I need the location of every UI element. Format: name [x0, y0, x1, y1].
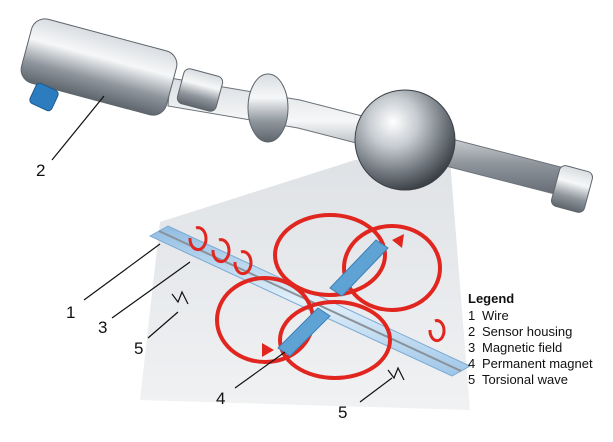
callout-5a: 5	[134, 339, 143, 358]
callout-2: 2	[36, 161, 45, 180]
leader-lines	[51, 95, 405, 403]
legend-num: 2	[468, 324, 476, 339]
legend-item: 2 Sensor housing	[468, 324, 608, 340]
legend-num: 4	[468, 356, 476, 371]
callout-1: 1	[66, 303, 75, 322]
legend-num: 5	[468, 372, 476, 387]
legend-item: 3 Magnetic field	[468, 340, 608, 356]
permanent-magnet	[277, 239, 389, 357]
fitting	[176, 68, 289, 143]
float-ball	[354, 89, 456, 191]
legend-item: 5 Torsional wave	[468, 372, 608, 388]
legend-text: Sensor housing	[482, 324, 573, 339]
legend-num: 3	[468, 340, 476, 355]
torsional-wave-rings	[188, 226, 446, 343]
legend-text: Torsional wave	[482, 372, 568, 387]
legend-item: 4 Permanent magnet	[468, 356, 608, 372]
magnetic-field	[215, 213, 442, 380]
callout-5b: 5	[338, 403, 347, 422]
legend-item: 1 Wire	[468, 308, 608, 324]
legend-text: Magnetic field	[482, 340, 563, 355]
legend: Legend 1 Wire 2 Sensor housing 3 Magneti…	[468, 291, 608, 388]
legend-num: 1	[468, 308, 476, 323]
legend-text: Permanent magnet	[482, 356, 593, 371]
callout-3: 3	[98, 318, 107, 337]
callout-4: 4	[216, 389, 225, 408]
legend-text: Wire	[482, 308, 509, 323]
legend-title: Legend	[468, 291, 515, 306]
sensor-housing	[20, 18, 178, 116]
